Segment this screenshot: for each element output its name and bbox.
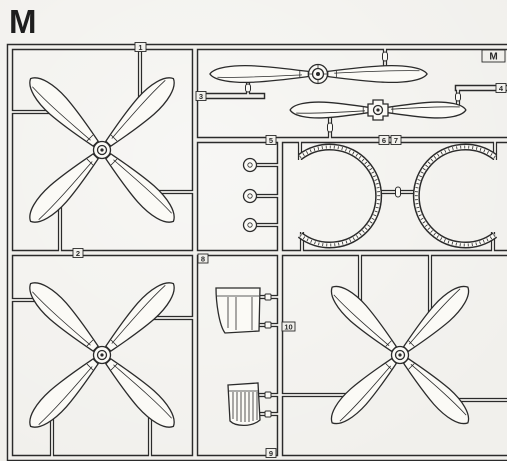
part-number-5: 5 <box>265 135 277 145</box>
ejector-pin <box>382 51 388 62</box>
propeller-four-blade-1 <box>21 69 183 231</box>
part-number-2: 2 <box>72 248 84 258</box>
round-part-inner <box>247 162 253 168</box>
gate-knob <box>264 391 272 399</box>
round-parts-5 <box>242 157 258 233</box>
part-number-1: 1 <box>134 42 147 52</box>
propeller-hub-center <box>316 72 320 76</box>
part-number-text: 8 <box>201 254 205 263</box>
part-number-10: 10 <box>281 321 296 332</box>
comb-part-body <box>227 382 261 427</box>
part-number-text: 3 <box>199 92 203 101</box>
part-number-text: 5 <box>269 136 273 145</box>
part-number-text: 7 <box>394 136 398 145</box>
part-number-box <box>197 253 209 264</box>
part-number-text: 1 <box>138 43 142 52</box>
curved-part-6 <box>297 143 383 249</box>
part-number-box <box>281 321 296 332</box>
part-number-text: 4 <box>499 84 504 93</box>
propeller-four-blade-3 <box>323 278 477 432</box>
part-number-7: 7 <box>390 135 402 145</box>
part-number-8: 8 <box>197 253 209 264</box>
round-part <box>242 188 258 204</box>
part-number-3: 3 <box>195 91 207 101</box>
propeller-four-blade-2 <box>21 274 183 436</box>
sprue-badge-letter: M <box>489 52 497 63</box>
curved-part-ribs <box>414 145 496 247</box>
bracket-part-body <box>215 287 261 334</box>
gate-knob <box>264 293 272 301</box>
bracket-part-8 <box>215 287 261 334</box>
part-number-text: 6 <box>382 136 386 145</box>
propeller-hub-center <box>376 108 380 112</box>
part-number-box <box>265 448 277 458</box>
comb-part-ribs <box>229 390 259 422</box>
part-number-box <box>495 83 507 93</box>
sprue-badge-box <box>481 49 506 63</box>
part-number-box <box>72 248 84 258</box>
part-number-box <box>378 135 390 145</box>
part-number-4: 4 <box>495 83 507 93</box>
gate-knob <box>264 410 272 418</box>
round-part-inner <box>247 193 253 199</box>
round-part <box>242 217 258 233</box>
ejector-pins <box>245 51 461 418</box>
propeller-two-blade-a <box>209 63 428 85</box>
propeller-two-blade-b <box>289 99 467 121</box>
ejector-pin <box>395 186 401 198</box>
propeller-hub-spokes <box>308 64 328 84</box>
part-number-box <box>265 135 277 145</box>
propeller-hub-center <box>100 148 104 152</box>
part-number-6: 6 <box>378 135 390 145</box>
ejector-pin <box>245 83 251 93</box>
part-number-9: 9 <box>265 448 277 458</box>
propeller-hub-center <box>398 353 402 357</box>
part-number-text: 2 <box>76 249 80 258</box>
gate-knob <box>264 321 272 329</box>
sprue-badge: M <box>481 49 506 63</box>
round-part <box>242 157 258 173</box>
part-number-text: 9 <box>269 449 273 458</box>
part-number-box <box>195 91 207 101</box>
ejector-pin <box>455 92 461 102</box>
part-number-box <box>390 135 402 145</box>
sprue-runners-core <box>8 45 507 460</box>
part-number-box <box>134 42 147 52</box>
propeller-hub-center <box>100 353 104 357</box>
bracket-part-detail <box>217 295 259 330</box>
curved-part-7 <box>412 143 498 249</box>
curved-part-ribs <box>299 145 381 247</box>
sprue-letter-title: M <box>9 3 37 40</box>
round-part-inner <box>247 222 253 228</box>
comb-part-9 <box>227 382 261 427</box>
part-number-text: 10 <box>284 322 292 331</box>
ejector-pin <box>327 122 333 133</box>
